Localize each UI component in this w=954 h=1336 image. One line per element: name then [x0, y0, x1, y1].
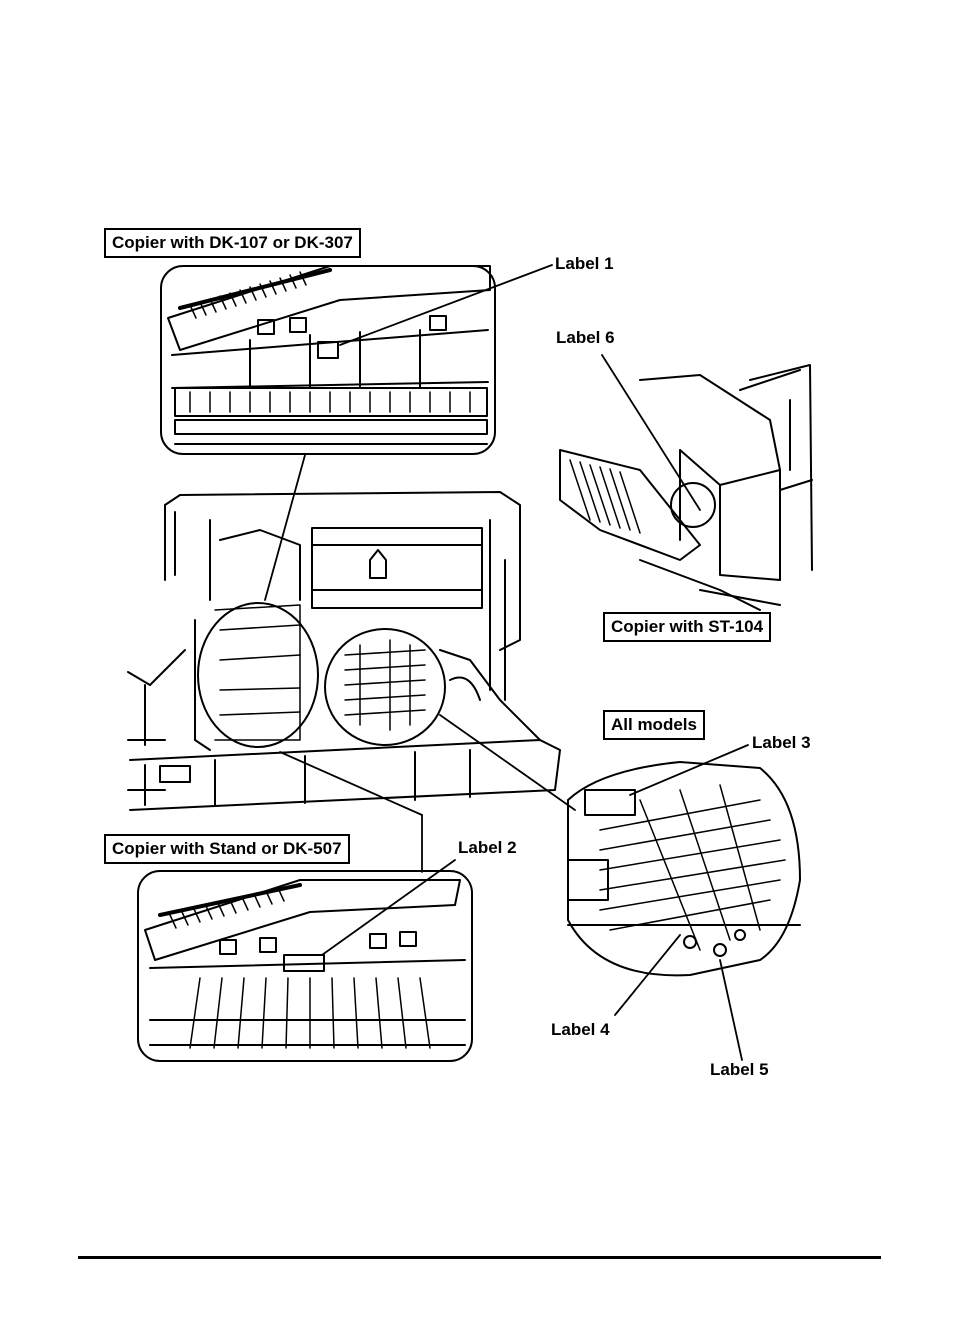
leader-lines — [264, 264, 749, 1061]
inset-dk107-drawing — [160, 265, 496, 455]
box-label-stand: Copier with Stand or DK-507 — [104, 834, 350, 864]
callout-label-4: Label 4 — [551, 1020, 610, 1039]
callout-label-3: Label 3 — [752, 733, 811, 752]
callout-label-6: Label 6 — [556, 328, 615, 347]
box-label-st104: Copier with ST-104 — [603, 612, 772, 642]
box-label-all-models: All models — [603, 710, 705, 740]
inset-st104-drawing — [559, 364, 813, 611]
main-copier-drawing — [127, 491, 561, 811]
callout-label-5: Label 5 — [710, 1060, 769, 1079]
inset-all-models-drawing — [567, 761, 801, 977]
callout-label-1: Label 1 — [555, 254, 614, 273]
box-label-dk107: Copier with DK-107 or DK-307 — [104, 228, 361, 258]
callout-label-2: Label 2 — [458, 838, 517, 857]
footer-rule — [78, 1256, 881, 1259]
inset-stand-drawing — [137, 870, 473, 1062]
